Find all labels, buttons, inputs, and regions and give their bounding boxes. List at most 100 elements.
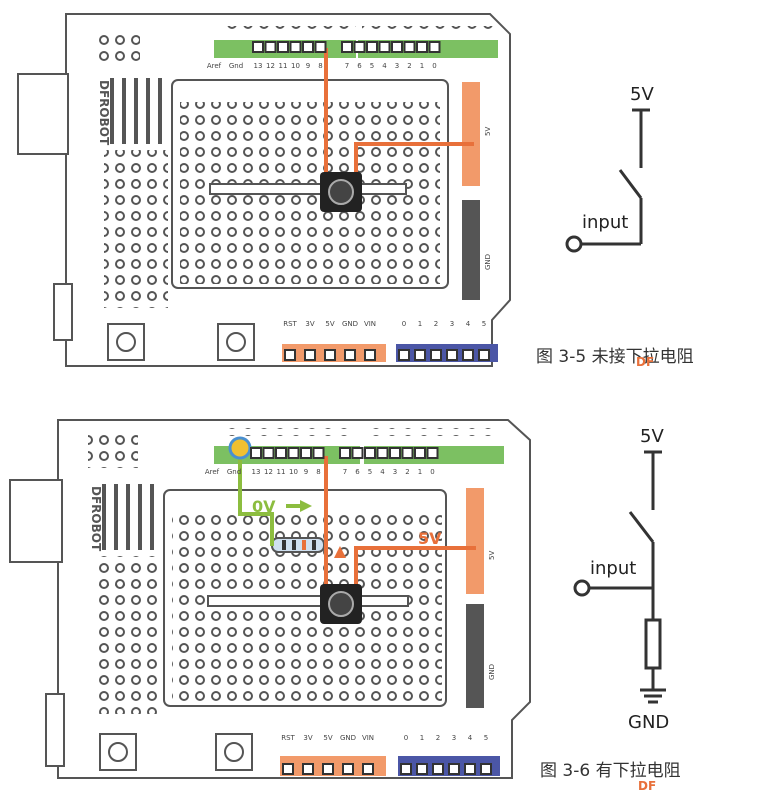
digital-pin-socket: [376, 447, 389, 459]
digital-pin-socket: [426, 447, 439, 459]
analog-pin-socket: [448, 763, 460, 775]
power-pin-label: VIN: [364, 320, 376, 328]
digital-pin-label: Aref: [207, 62, 222, 70]
digital-pin-label: 10: [289, 468, 298, 476]
digital-pin-socket: [277, 41, 289, 53]
power-pin-socket: [302, 763, 314, 775]
digital-pin-label: 7: [343, 468, 347, 476]
power-pin-label: VIN: [362, 734, 374, 742]
analog-pin-socket: [462, 349, 474, 361]
digital-pin-label: 11: [279, 62, 288, 70]
schematic-bottom: [573, 450, 666, 704]
digital-pin-label: 4: [382, 62, 387, 70]
digital-pin-socket: [351, 447, 364, 459]
power-pin-label: RST: [283, 320, 297, 328]
power-pin-label: GND: [340, 734, 356, 742]
analog-pin-label: 4: [466, 320, 471, 328]
digital-pin-label: 13: [252, 468, 261, 476]
digital-pin-label: 13: [254, 62, 263, 70]
side-gnd-top: GND: [484, 254, 492, 270]
analog-pin-label: 5: [482, 320, 486, 328]
watermark-bottom: DF: [638, 779, 656, 793]
digital-pin-socket: [314, 41, 327, 53]
power-pin-socket: [304, 349, 316, 361]
digital-pin-socket: [428, 41, 441, 53]
brand-bottom: DFROBOT: [89, 486, 103, 552]
caption-bottom: 图 3-6 有下拉电阻: [540, 761, 681, 781]
digital-pin-socket: [289, 41, 302, 53]
digital-pin-socket: [262, 447, 275, 459]
digital-pin-label: 12: [266, 62, 275, 70]
analog-pin-label: 2: [434, 320, 438, 328]
digital-pin-socket: [339, 447, 351, 459]
digital-pin-label: 4: [380, 468, 385, 476]
analog-pin-socket: [430, 349, 442, 361]
schematic-top: [565, 108, 650, 253]
analog-pin-label: 3: [450, 320, 454, 328]
digital-pin-label: 5: [370, 62, 374, 70]
digital-pin-label: 11: [277, 468, 286, 476]
digital-pin-label: 1: [420, 62, 424, 70]
schematic-top-5v: 5V: [630, 84, 654, 105]
power-pin-socket: [322, 763, 334, 775]
digital-pin-socket: [300, 447, 312, 459]
analog-pin-socket: [446, 349, 458, 361]
power-pin-label: 5V: [325, 320, 334, 328]
caption-top: 图 3-5 未接下拉电阻: [536, 347, 694, 367]
digital-pin-label: 5: [368, 468, 372, 476]
schematic-bottom-5v: 5V: [640, 426, 664, 447]
digital-pin-label: 8: [316, 468, 320, 476]
digital-pin-socket: [389, 447, 401, 459]
digital-pin-socket: [366, 41, 378, 53]
digital-pin-socket: [416, 41, 428, 53]
digital-pin-label: 6: [355, 468, 360, 476]
digital-pin-label: Gnd: [229, 62, 243, 70]
digital-pin-label: 10: [291, 62, 300, 70]
digital-pin-socket: [414, 447, 426, 459]
digital-pin-label: 3: [395, 62, 399, 70]
analog-pin-socket: [414, 349, 426, 361]
digital-pin-label: 1: [418, 468, 422, 476]
power-pin-label: RST: [281, 734, 295, 742]
digital-pin-socket: [264, 41, 277, 53]
side-5v-bottom: 5V: [488, 551, 496, 560]
power-pin-socket: [284, 349, 296, 361]
analog-pin-socket: [398, 349, 410, 361]
analog-pin-socket: [480, 763, 492, 775]
power-pin-socket: [342, 763, 354, 775]
analog-pin-label: 5: [484, 734, 488, 742]
analog-pin-label: 1: [418, 320, 422, 328]
digital-pin-label: 9: [306, 62, 310, 70]
digital-pin-label: 0: [430, 468, 434, 476]
analog-pin-label: 0: [402, 320, 406, 328]
digital-pin-label: 9: [304, 468, 308, 476]
digital-pin-label: 3: [393, 468, 397, 476]
watermark-top: DF: [636, 355, 654, 369]
analog-pin-label: 4: [468, 734, 473, 742]
analog-pin-socket: [432, 763, 444, 775]
digital-pin-label: 12: [264, 468, 273, 476]
arduino-shield-top: [17, 13, 511, 367]
power-pin-socket: [344, 349, 356, 361]
analog-pin-socket: [464, 763, 476, 775]
digital-pin-socket: [275, 447, 287, 459]
schematic-top-input: input: [582, 212, 628, 233]
power-pin-socket: [364, 349, 376, 361]
side-5v-top: 5V: [484, 127, 492, 136]
digital-pin-label: Gnd: [227, 468, 241, 476]
digital-pin-socket: [341, 41, 353, 53]
digital-pin-socket: [391, 41, 403, 53]
analog-pin-label: 0: [404, 734, 408, 742]
analog-pin-socket: [478, 349, 490, 361]
digital-pin-socket: [403, 41, 416, 53]
digital-pin-label: 0: [432, 62, 436, 70]
analog-pin-socket: [416, 763, 428, 775]
digital-pin-label: 8: [318, 62, 322, 70]
power-pin-label: GND: [342, 320, 358, 328]
digital-pin-socket: [353, 41, 366, 53]
digital-pin-socket: [250, 447, 262, 459]
power-pin-socket: [282, 763, 294, 775]
digital-pin-label: 2: [407, 62, 411, 70]
digital-pin-socket: [302, 41, 314, 53]
